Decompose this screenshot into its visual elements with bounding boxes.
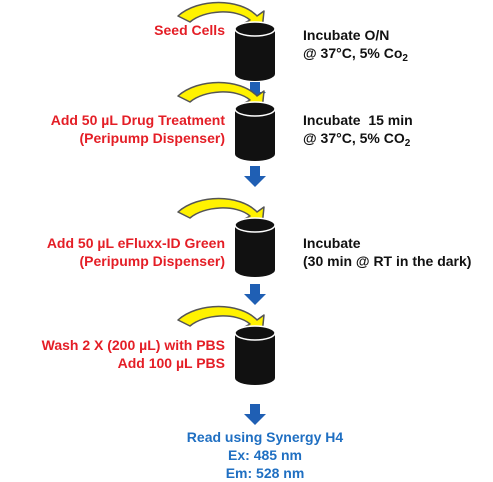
step-3-condition-line-2: (30 min @ RT in the dark) xyxy=(303,253,472,269)
step-2-action-line-1: Add 50 µL Drug Treatment xyxy=(50,112,225,128)
step-3-condition-line-1: Incubate xyxy=(303,235,361,251)
step-2-action-line-2: (Peripump Dispenser) xyxy=(79,130,225,146)
step-4-action-line-1: Wash 2 X (200 µL) with PBS xyxy=(41,337,225,353)
well-cylinder-step-3 xyxy=(234,217,276,277)
step-1-action-line-1: Seed Cells xyxy=(154,22,225,38)
well-cylinder-step-4 xyxy=(234,325,276,385)
step-2-condition-line-2: @ 37°C, 5% CO2 xyxy=(303,130,411,149)
readout-line-1: Read using Synergy H4 xyxy=(186,429,344,445)
down-arrow-3 xyxy=(244,284,266,305)
step-2-condition-line-1: Incubate 15 min xyxy=(303,112,413,128)
step-3-condition: Incubate (30 min @ RT in the dark) xyxy=(303,234,471,270)
well-cylinder-step-1 xyxy=(234,21,276,81)
step-2-condition: Incubate 15 min @ 37°C, 5% CO2 xyxy=(303,111,413,149)
readout: Read using Synergy H4 Ex: 485 nm Em: 528… xyxy=(170,428,360,482)
step-1-condition: Incubate O/N @ 37°C, 5% Co2 xyxy=(303,26,408,64)
step-1-condition-line-1: Incubate O/N xyxy=(303,27,390,43)
step-3-action: Add 50 µL eFluxx-ID Green (Peripump Disp… xyxy=(47,234,225,270)
step-3-action-line-1: Add 50 µL eFluxx-ID Green xyxy=(46,235,225,251)
down-arrow-4 xyxy=(244,404,266,425)
step-3-action-line-2: (Peripump Dispenser) xyxy=(79,253,225,269)
well-cylinder-step-2 xyxy=(234,101,276,161)
readout-line-2: Ex: 485 nm xyxy=(228,447,302,463)
down-arrow-1 xyxy=(244,82,266,103)
step-1-condition-line-2: @ 37°C, 5% Co2 xyxy=(303,45,408,64)
step-4-action-line-2: Add 100 µL PBS xyxy=(117,355,225,371)
down-arrow-2 xyxy=(244,166,266,187)
readout-line-3: Em: 528 nm xyxy=(225,465,305,481)
step-2-action: Add 50 µL Drug Treatment (Peripump Dispe… xyxy=(51,111,225,147)
step-4-action: Wash 2 X (200 µL) with PBS Add 100 µL PB… xyxy=(42,336,225,372)
